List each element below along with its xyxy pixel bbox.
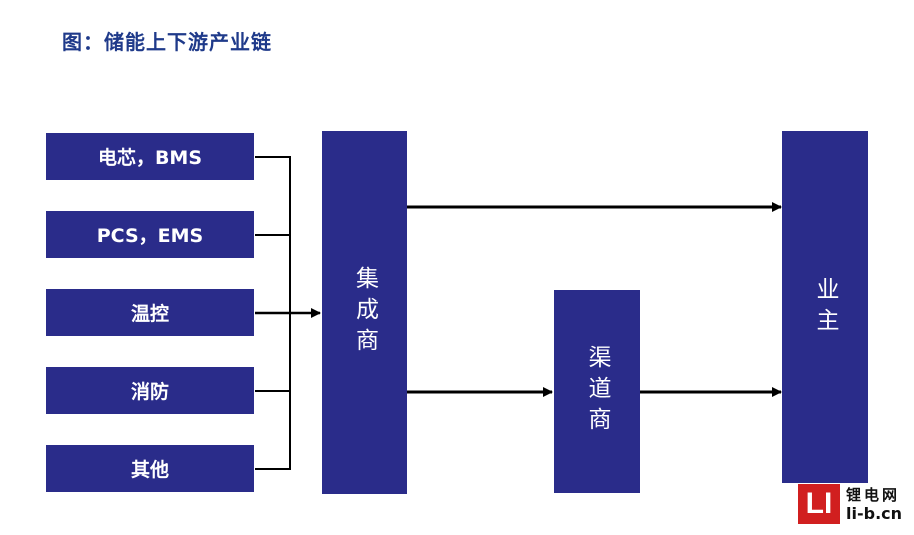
input-box-label: 消防 xyxy=(130,381,169,403)
integrator-box: 集成商 xyxy=(322,131,407,494)
input-box-other: 其他 xyxy=(46,445,254,492)
logo-text-cn: 锂电网 xyxy=(846,486,901,504)
channel-box: 渠道商 xyxy=(554,290,640,493)
input-box-pcs-ems: PCS，EMS xyxy=(46,211,254,258)
watermark-logo: LI 锂电网 li-b.cn xyxy=(798,484,908,528)
logo-text-en: li-b.cn xyxy=(846,504,903,523)
integrator-label: 集成商 xyxy=(351,266,378,359)
logo-mark: LI xyxy=(798,484,840,524)
input-box-label: PCS，EMS xyxy=(96,225,204,247)
owner-box: 业主 xyxy=(782,131,868,483)
input-box-cell-bms: 电芯，BMS xyxy=(46,133,254,180)
input-box-label: 电芯，BMS xyxy=(97,147,203,169)
channel-label: 渠道商 xyxy=(584,345,610,438)
input-box-label: 其他 xyxy=(130,459,169,481)
input-box-thermal: 温控 xyxy=(46,289,254,336)
input-box-fire: 消防 xyxy=(46,367,254,414)
owner-label: 业主 xyxy=(812,277,838,339)
input-box-label: 温控 xyxy=(130,303,169,325)
diagram-title: 图：储能上下游产业链 xyxy=(62,30,272,54)
